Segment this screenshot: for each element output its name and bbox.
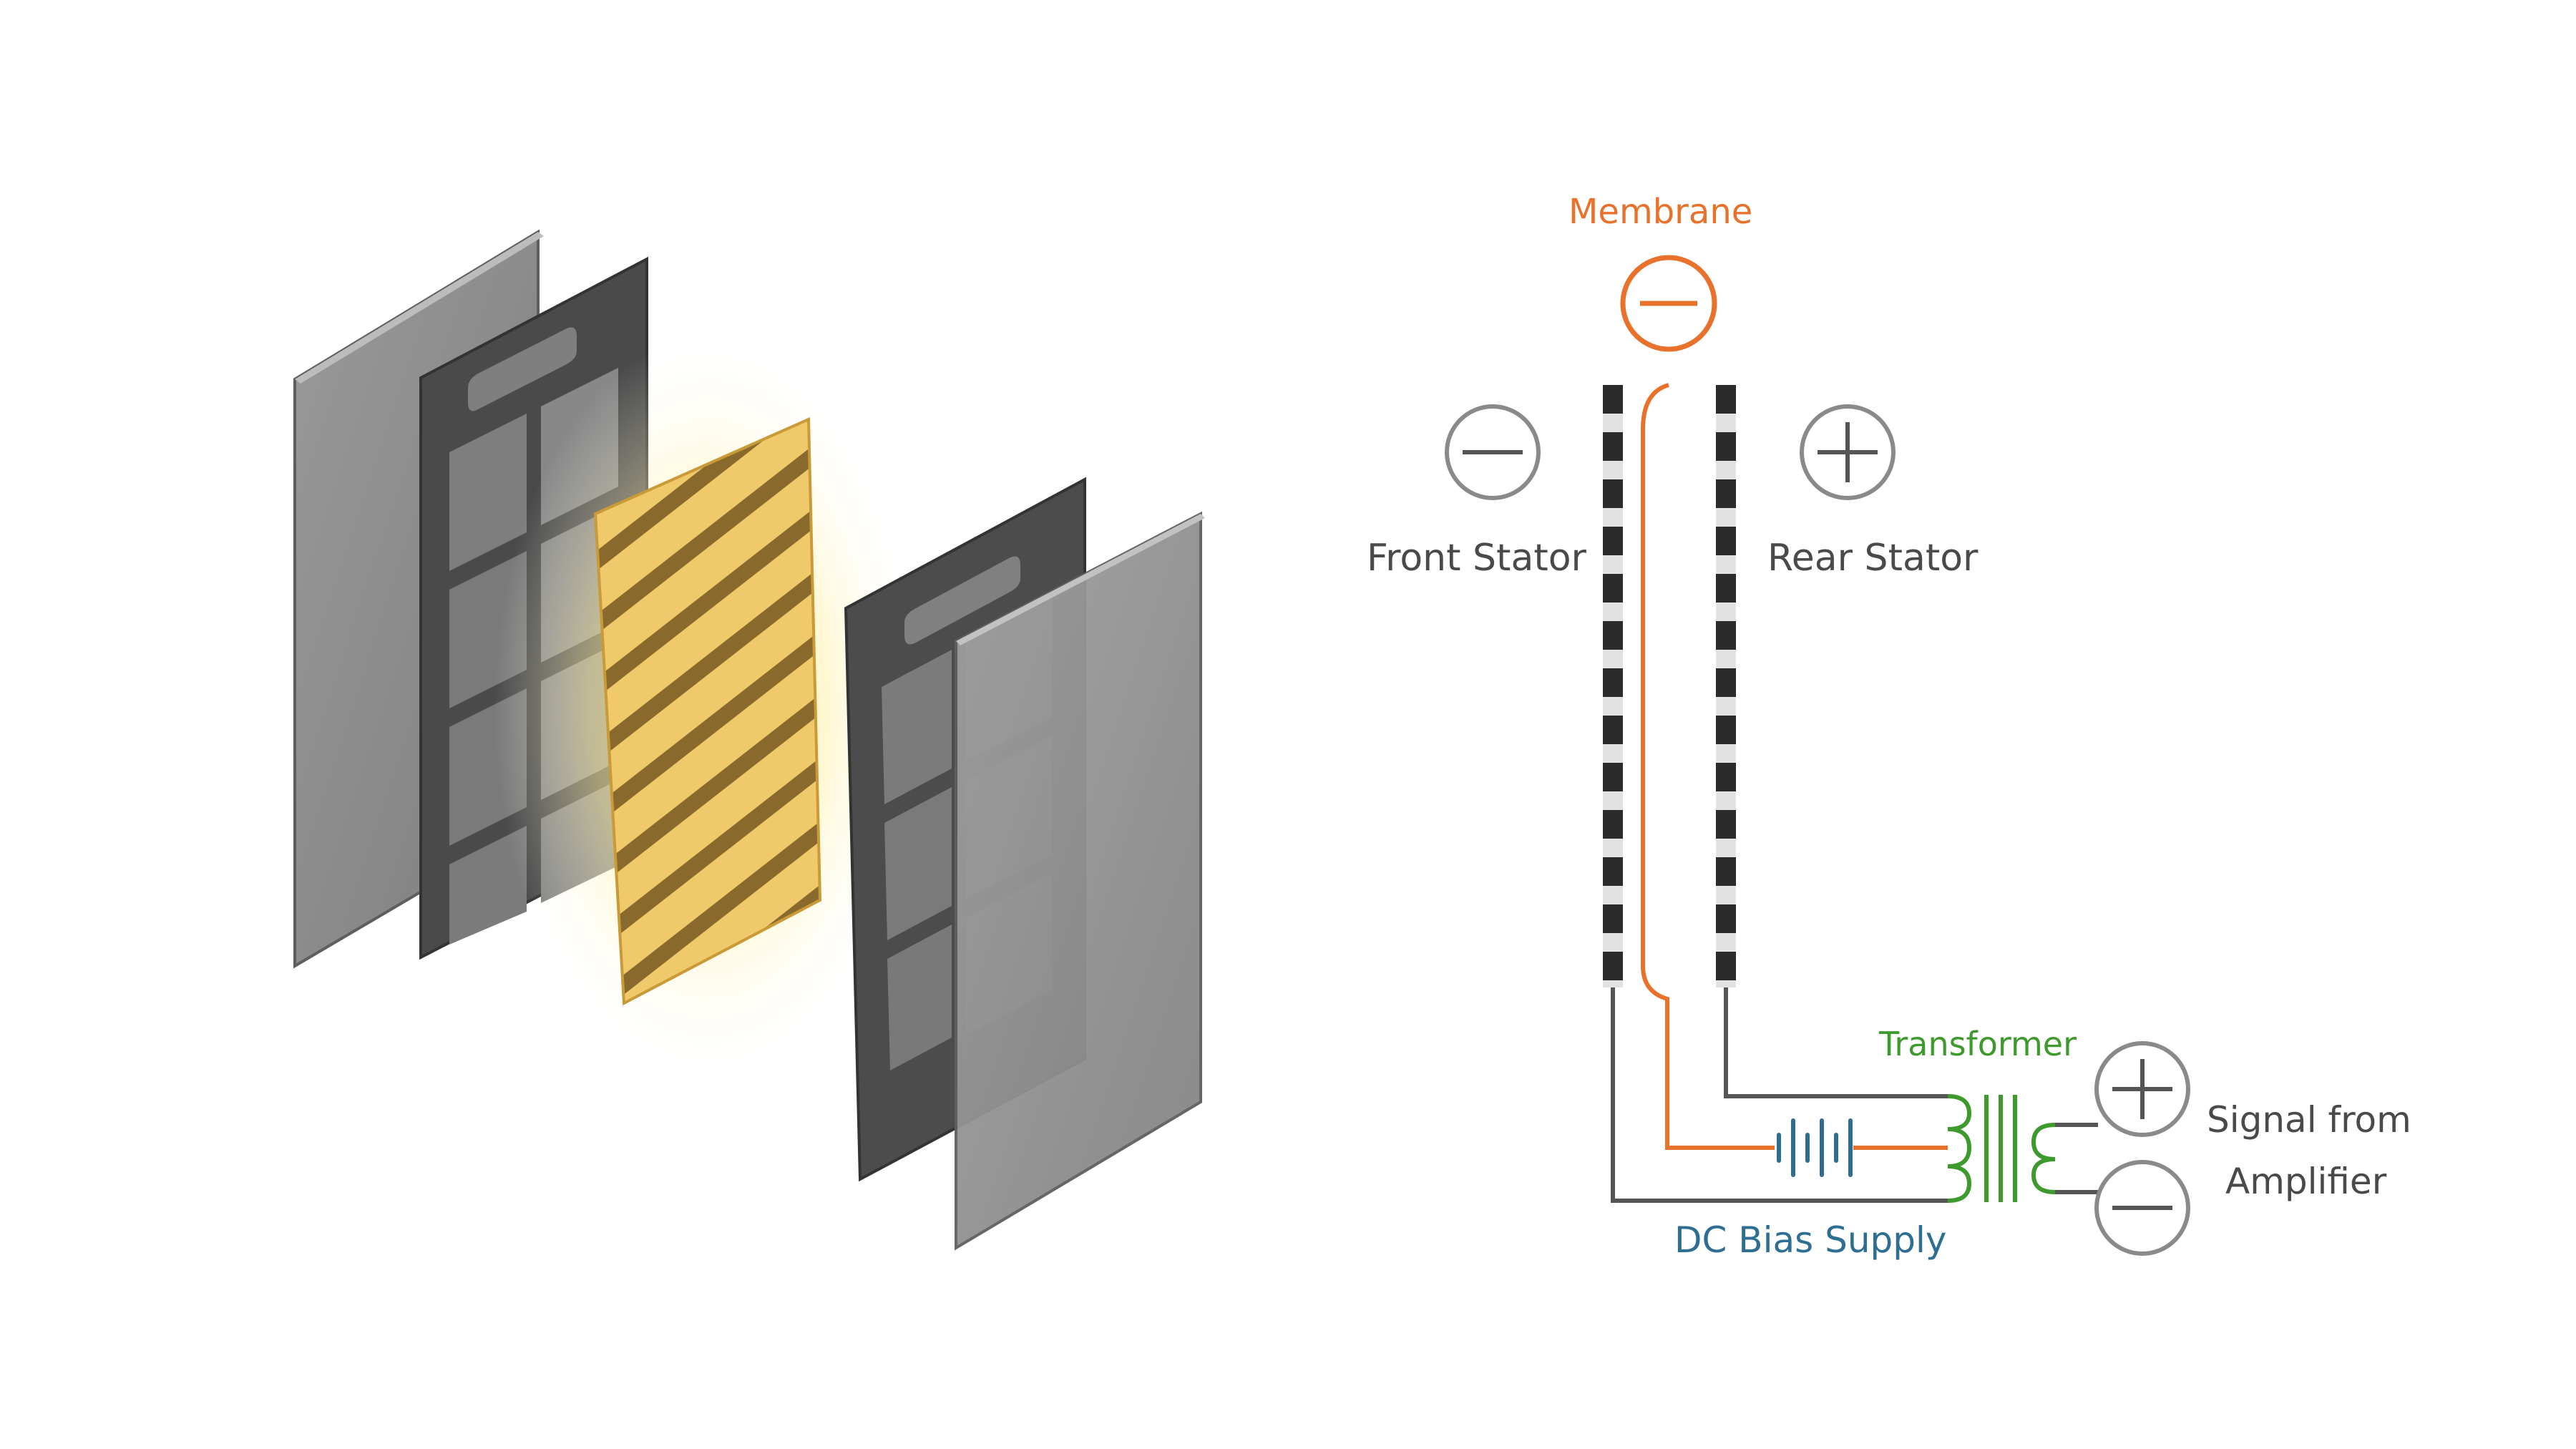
stator-segment bbox=[1716, 952, 1736, 980]
stator-segment bbox=[1603, 952, 1623, 980]
stator-segment bbox=[1716, 716, 1736, 744]
stator-segment bbox=[1716, 904, 1736, 933]
dc-bias-supply-label: DC Bias Supply bbox=[1674, 1219, 1947, 1261]
front-stator-bar bbox=[1603, 385, 1623, 987]
stator-segment bbox=[1603, 574, 1623, 602]
minus-circle-icon bbox=[2094, 1160, 2190, 1256]
front-stator-label: Front Stator bbox=[1367, 537, 1586, 580]
rear-cover-panel bbox=[955, 511, 1205, 1251]
stator-segment bbox=[1716, 574, 1736, 602]
stator-segment bbox=[1716, 621, 1736, 650]
stator-segment bbox=[1603, 668, 1623, 697]
stator-segment bbox=[1716, 763, 1736, 791]
amplifier-label: Amplifier bbox=[2225, 1161, 2387, 1202]
stator-segment bbox=[1603, 904, 1623, 933]
front-stator-wire bbox=[1611, 987, 1948, 1203]
stator-segment bbox=[1603, 385, 1623, 414]
stator-segment bbox=[1603, 621, 1623, 650]
rear-stator-label: Rear Stator bbox=[1767, 537, 1979, 580]
stator-segment bbox=[1603, 432, 1623, 461]
electrostatic-schematic bbox=[1445, 255, 2190, 1256]
membrane-label: Membrane bbox=[1568, 192, 1753, 232]
membrane-sheet bbox=[593, 416, 822, 1006]
exploded-speaker-illustration bbox=[293, 229, 1205, 1251]
stator-segment bbox=[1603, 479, 1623, 508]
stator-segment bbox=[1716, 668, 1736, 697]
minus-circle-icon bbox=[1445, 404, 1541, 500]
signal-from-label: Signal from bbox=[2207, 1099, 2411, 1141]
plus-circle-icon bbox=[1800, 404, 1896, 500]
plus-circle-icon bbox=[2094, 1041, 2190, 1137]
stator-segment bbox=[1603, 857, 1623, 886]
transformer-label: Transformer bbox=[1879, 1025, 2077, 1063]
stator-segment bbox=[1716, 527, 1736, 555]
stator-segment bbox=[1716, 479, 1736, 508]
transformer-icon bbox=[1947, 1094, 2056, 1203]
rear-stator-wire bbox=[1724, 987, 1948, 1098]
dc-bias-battery-icon bbox=[1777, 1118, 1853, 1177]
stator-segment bbox=[1716, 385, 1736, 414]
stator-segment bbox=[1716, 857, 1736, 886]
stator-segment bbox=[1603, 810, 1623, 839]
stator-segment bbox=[1603, 527, 1623, 555]
stator-segment bbox=[1716, 810, 1736, 839]
stator-segment bbox=[1603, 716, 1623, 744]
minus-circle-icon bbox=[1620, 255, 1717, 352]
rear-stator-bar bbox=[1716, 385, 1736, 987]
stator-segment bbox=[1603, 763, 1623, 791]
stator-segment bbox=[1716, 432, 1736, 461]
membrane-line bbox=[1641, 383, 1775, 1150]
